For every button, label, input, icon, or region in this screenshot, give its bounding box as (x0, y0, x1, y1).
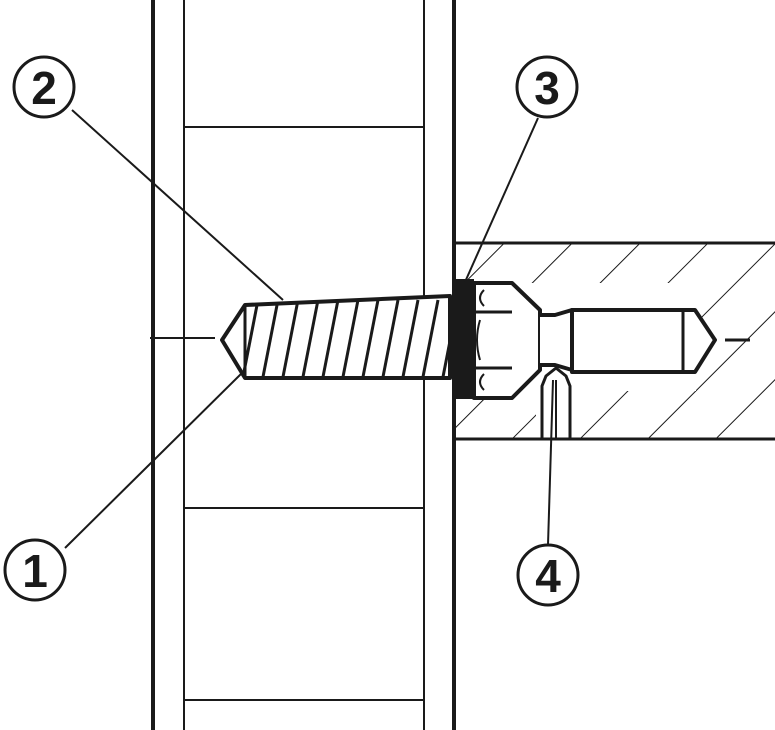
hex-nut-facet (476, 319, 481, 361)
callout-4: 4 (516, 543, 580, 607)
callout-2: 2 (12, 55, 76, 119)
callout-number: 3 (534, 62, 560, 114)
bolt-neck (540, 308, 574, 372)
dowel-body (220, 294, 452, 380)
leader-line-1 (64, 369, 246, 549)
hex-nut (472, 281, 542, 400)
leader-lines (64, 109, 554, 549)
callout-number: 1 (22, 545, 48, 597)
connector-bolt (540, 308, 717, 374)
bolt-shank (570, 308, 717, 374)
leader-line-2 (71, 109, 284, 301)
callout-number: 2 (31, 62, 57, 114)
callout-3: 3 (515, 55, 579, 119)
callout-circle (515, 55, 579, 119)
connector-collar (452, 279, 474, 399)
hex-nut-facet (479, 373, 485, 391)
leader-line-3 (464, 117, 539, 283)
callout-circle (3, 538, 67, 602)
left-panel-section (151, 0, 456, 730)
callout-circle (516, 543, 580, 607)
connector-head (452, 279, 542, 400)
callout-1: 1 (3, 538, 67, 602)
set-screw (540, 366, 572, 441)
leader-line-4 (547, 379, 554, 546)
callout-circle (12, 55, 76, 119)
threaded-dowel (220, 294, 452, 380)
dowel-threads (240, 299, 450, 378)
hex-nut-facet (479, 289, 485, 307)
callout-number: 4 (535, 550, 561, 602)
